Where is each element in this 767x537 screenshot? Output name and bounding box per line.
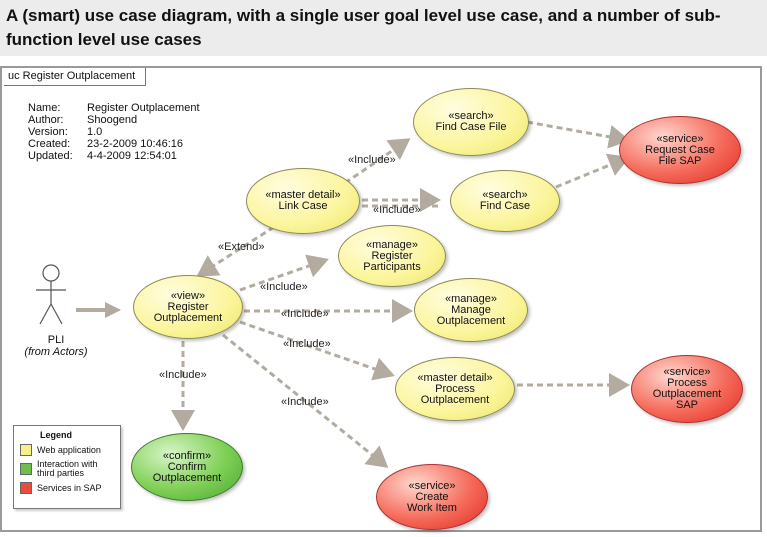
page-title: A (smart) use case diagram, with a singl…: [0, 0, 767, 56]
use-case-create-work-item[interactable]: «service» Create Work Item: [376, 464, 488, 530]
label-extend: «Extend»: [218, 241, 265, 253]
arrow-find-case-file-to-request: [526, 120, 630, 149]
diagram-frame-label: uc Register Outplacement: [4, 68, 147, 86]
use-case-register-outplacement[interactable]: «view» Register Outplacement: [133, 275, 243, 339]
arrow-register-to-process: [239, 320, 395, 381]
use-case-confirm-outplacement[interactable]: «confirm» Confirm Outplacement: [131, 433, 243, 501]
use-case-manage-outplacement[interactable]: «manage» Manage Outplacement: [414, 278, 528, 342]
meta-row-author: Author:Shoogend: [28, 114, 138, 126]
legend-swatch-web: [20, 444, 32, 456]
meta-row-name: Name:Register Outplacement: [28, 102, 200, 114]
actor-stick-figure: [36, 264, 66, 325]
legend-item-third-parties: Interaction with third parties: [20, 460, 120, 478]
legend-item-sap: Services in SAP: [20, 482, 120, 494]
legend-item-web: Web application: [20, 444, 120, 456]
label-include-manage: «Include»: [281, 308, 329, 320]
use-case-process-outplacement[interactable]: «master detail» Process Outplacement: [395, 357, 515, 421]
arrow-register-to-participants: [239, 254, 329, 292]
legend-title: Legend: [40, 430, 73, 440]
actor-pli[interactable]: PLI (from Actors): [20, 334, 92, 358]
use-case-link-case[interactable]: «master detail» Link Case: [246, 168, 360, 234]
use-case-register-participants[interactable]: «manage» Register Participants: [338, 225, 446, 287]
meta-row-version: Version:1.0: [28, 126, 103, 138]
arrow-link-extend-register: [196, 225, 275, 277]
label-include-find-case-file: «Include»: [348, 154, 396, 166]
use-case-process-outplacement-sap[interactable]: «service» Process Outplacement SAP: [631, 355, 743, 423]
label-include-work-item: «Include»: [281, 396, 329, 408]
use-case-find-case-file[interactable]: «search» Find Case File: [413, 88, 529, 156]
legend-swatch-third-parties: [20, 463, 32, 475]
actor-package: (from Actors): [24, 346, 88, 358]
label-include-participants: «Include»: [260, 281, 308, 293]
legend: Legend Web application Interaction with …: [13, 425, 121, 509]
meta-row-updated: Updated:4-4-2009 12:54:01: [28, 150, 177, 162]
actor-name: PLI: [47, 334, 65, 346]
label-include-confirm: «Include»: [159, 369, 207, 381]
label-include-find-case: «Include»: [373, 204, 421, 216]
arrow-find-case-to-request: [555, 153, 630, 189]
diagram-metadata: Name:Register Outplacement Author:Shooge…: [28, 102, 200, 162]
arrow-link-to-find-case-file: [344, 138, 411, 185]
arrow-register-to-work-item: [222, 333, 389, 468]
label-include-process: «Include»: [283, 338, 331, 350]
meta-row-created: Created:23-2-2009 10:46:16: [28, 138, 184, 150]
use-case-request-case-file-sap[interactable]: «service» Request Case File SAP: [619, 116, 741, 184]
legend-swatch-sap: [20, 482, 32, 494]
use-case-find-case[interactable]: «search» Find Case: [450, 170, 560, 232]
